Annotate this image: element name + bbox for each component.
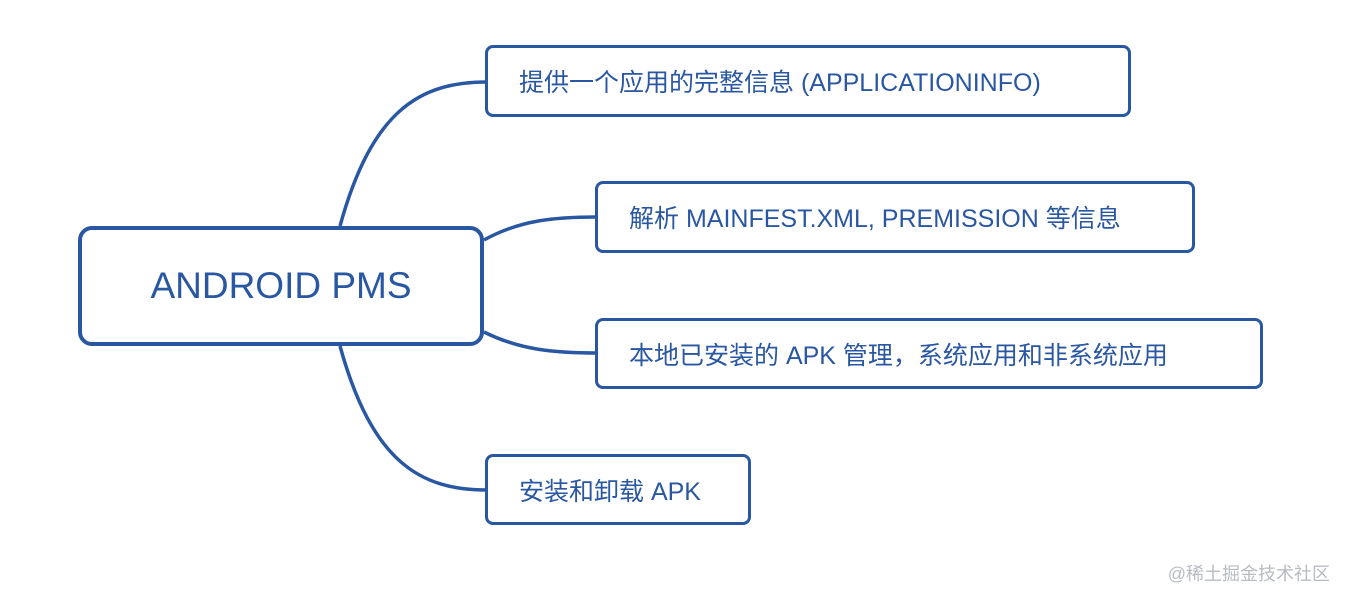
root-node-label: ANDROID PMS	[150, 265, 412, 306]
child-node-label: 安装和卸载 APK	[519, 477, 701, 506]
child-node-label: 解析 MAINFEST.XML, PREMISSION 等信息	[629, 205, 1121, 233]
connector-to-child-1	[338, 80, 488, 227]
child-node-manifest-parse: 解析 MAINFEST.XML, PREMISSION 等信息	[595, 181, 1195, 253]
child-node-application-info: 提供一个应用的完整信息 (APPLICATIONINFO)	[485, 45, 1131, 117]
child-node-label: 提供一个应用的完整信息 (APPLICATIONINFO)	[519, 69, 1041, 97]
child-node-install-uninstall: 安装和卸载 APK	[485, 454, 751, 525]
child-node-label: 本地已安装的 APK 管理，系统应用和非系统应用	[629, 341, 1168, 370]
root-node: ANDROID PMS	[78, 226, 484, 346]
connector-to-child-3	[483, 330, 598, 355]
connector-to-child-2	[483, 215, 598, 242]
watermark-text: @稀土掘金技术社区	[1167, 564, 1330, 584]
connector-to-child-4	[338, 345, 488, 492]
child-node-apk-management: 本地已安装的 APK 管理，系统应用和非系统应用	[595, 318, 1263, 389]
